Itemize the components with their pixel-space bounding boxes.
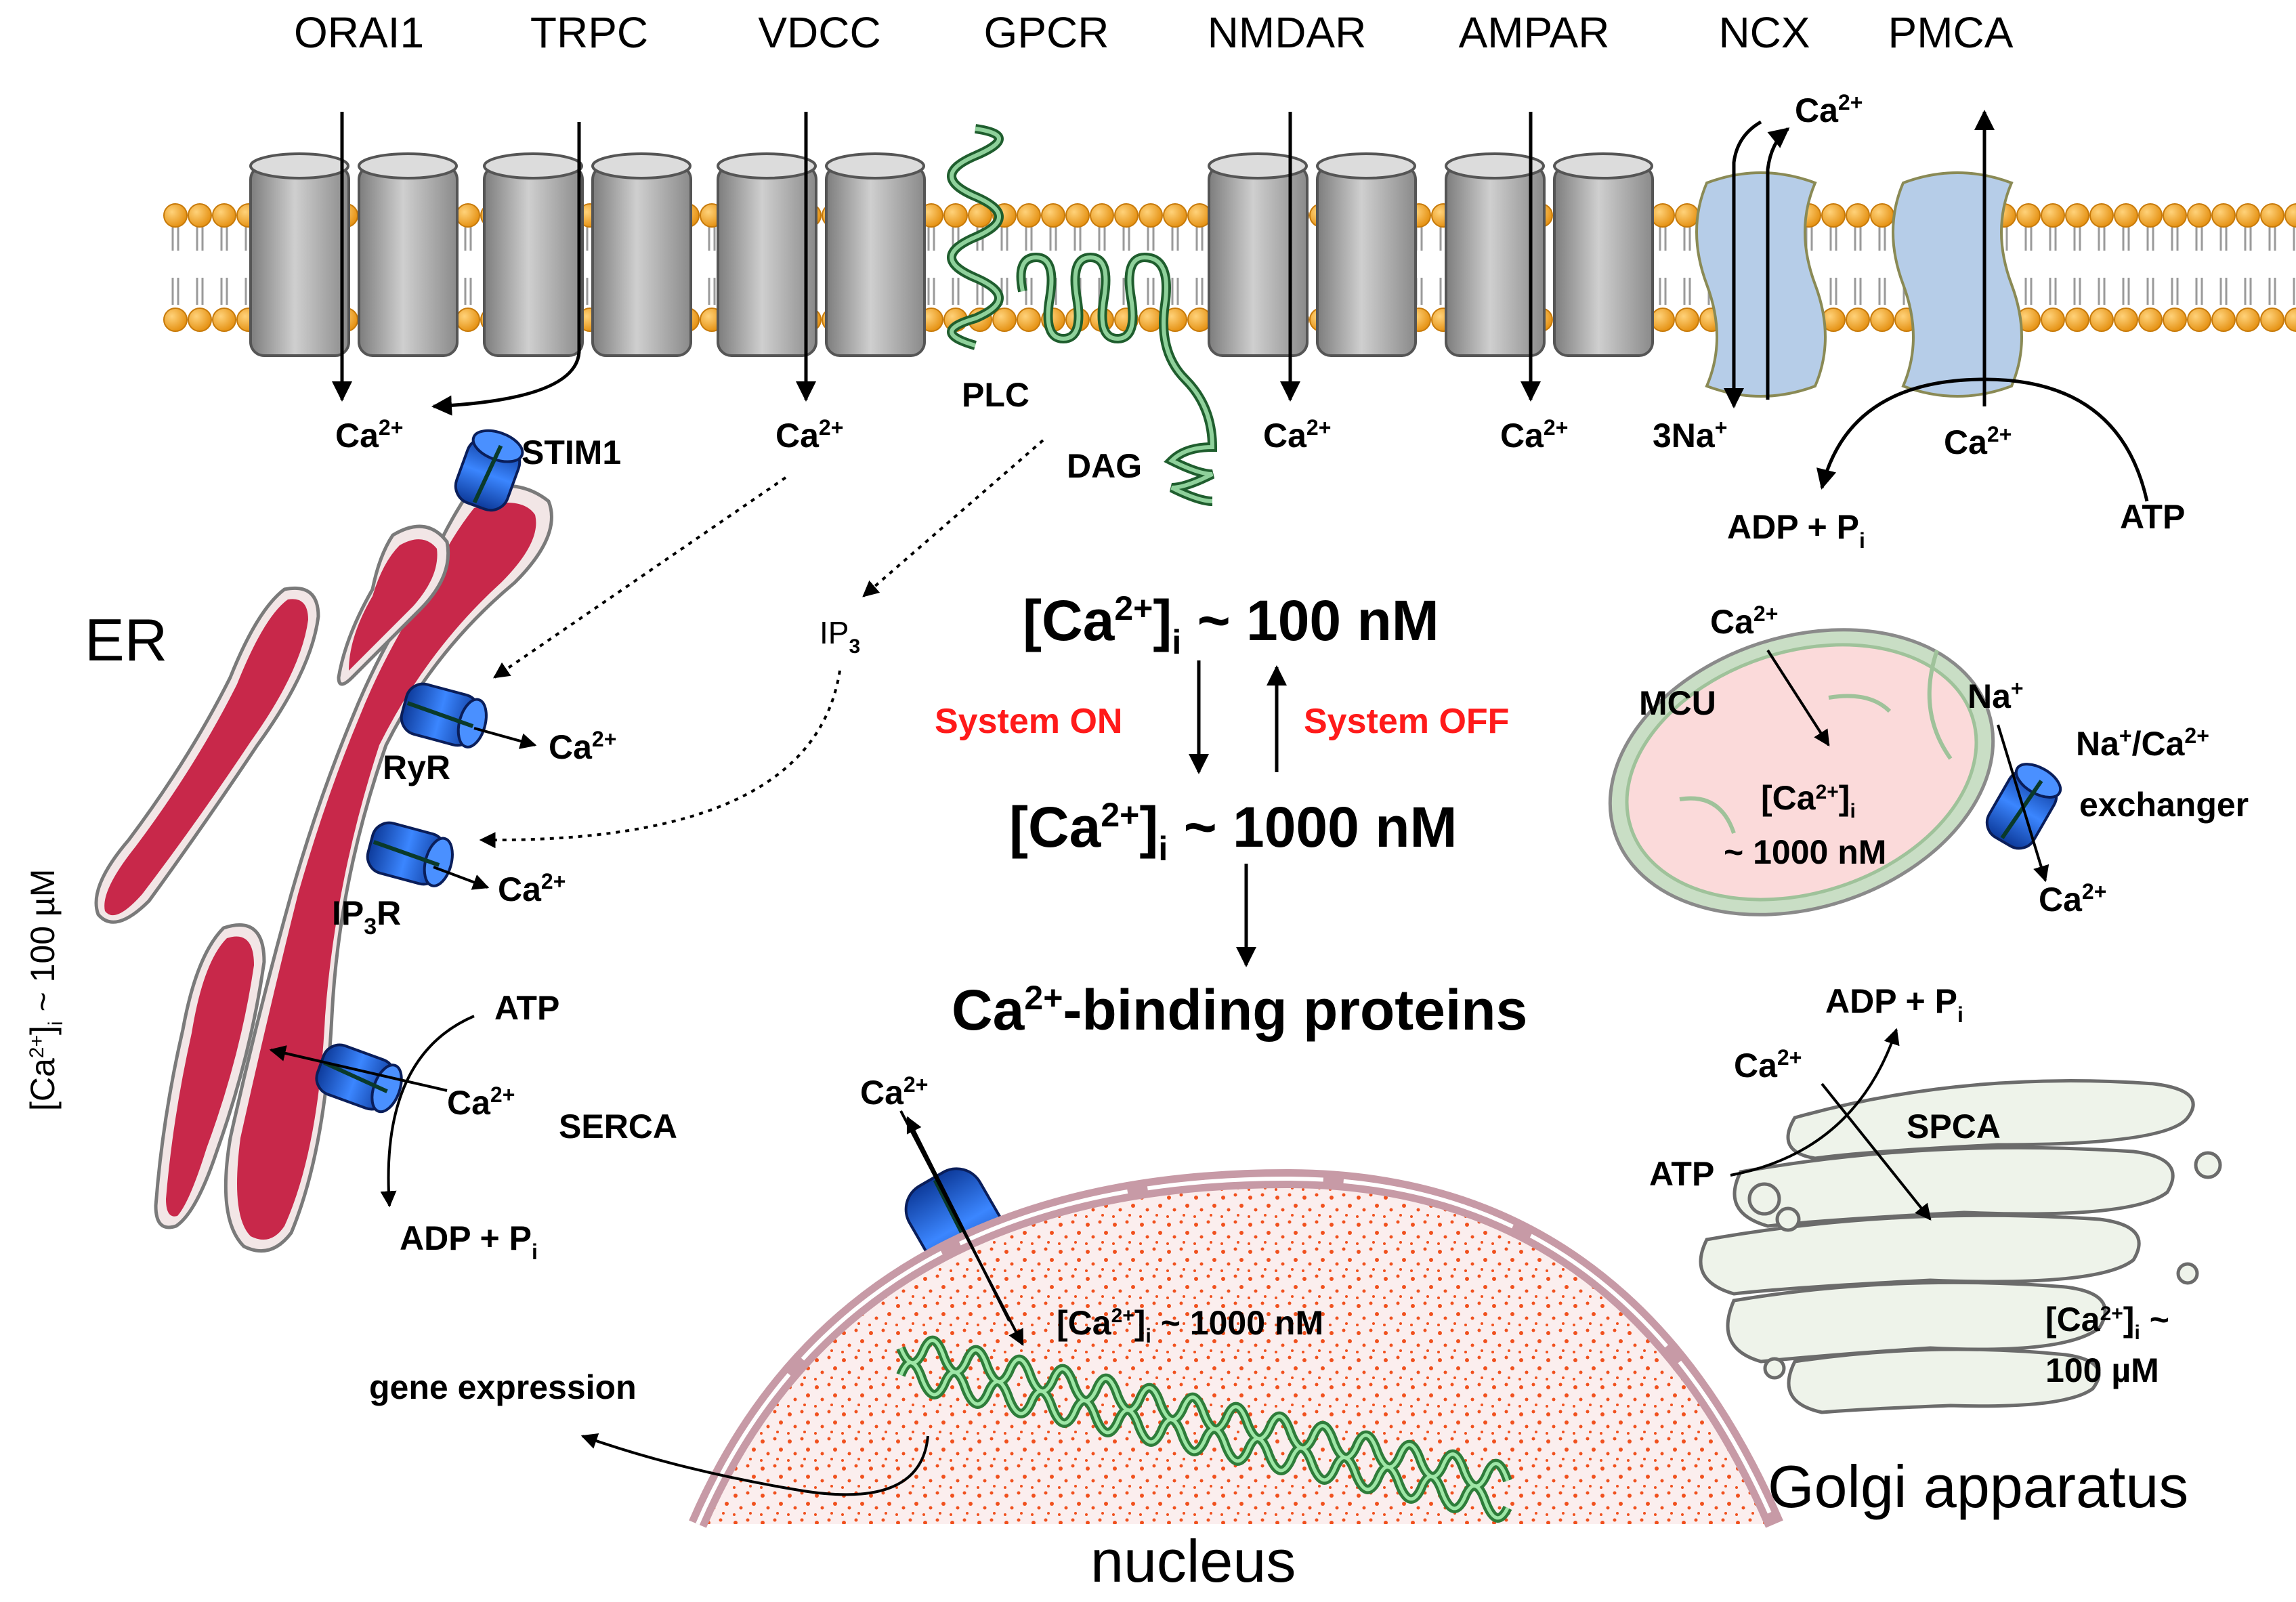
ca-label-pmca: Ca2+ bbox=[1944, 422, 2012, 461]
ryr-label: RyR bbox=[383, 749, 450, 786]
label-ampar: AMPAR bbox=[1459, 8, 1610, 57]
system-off-label: System OFF bbox=[1304, 702, 1509, 741]
signaling-arrows bbox=[479, 439, 1044, 849]
center-cascade: [Ca2+]i ~ 100 nM [Ca2+]i ~ 1000 nM Syste… bbox=[935, 589, 1527, 1042]
gene-expression-label: gene expression bbox=[369, 1368, 637, 1406]
er-adp-pi-label: ADP + Pi bbox=[400, 1219, 538, 1264]
golgi-adp-pi-label: ADP + Pi bbox=[1825, 982, 1963, 1027]
stim1-label: STIM1 bbox=[522, 434, 621, 471]
atp-label-pmca: ATP bbox=[2120, 498, 2185, 536]
ip3-label: IP3 bbox=[820, 615, 860, 658]
label-trpc: TRPC bbox=[530, 8, 648, 57]
golgi-concentration-line1: [Ca2+]i ~ bbox=[2045, 1301, 2169, 1344]
exchanger-label-line2: exchanger bbox=[2079, 786, 2249, 824]
ca-label-orai1: Ca2+ bbox=[335, 415, 403, 455]
nucleus-title: nucleus bbox=[1090, 1527, 1296, 1595]
ca-label-nmdar: Ca2+ bbox=[1263, 415, 1331, 455]
er-atp-label: ATP bbox=[494, 989, 559, 1027]
mito-concentration-line1: [Ca2+]i bbox=[1761, 779, 1856, 822]
label-ncx: NCX bbox=[1718, 8, 1810, 57]
resting-concentration: [Ca2+]i ~ 100 nM bbox=[1023, 589, 1439, 661]
nucleus-concentration-label: [Ca2+]i ~ 1000 nM bbox=[1057, 1304, 1323, 1347]
system-on-label: System ON bbox=[935, 702, 1122, 741]
label-nmdar: NMDAR bbox=[1208, 8, 1367, 57]
golgi-concentration-line2: 100 µM bbox=[2045, 1351, 2159, 1389]
na-label-ncx: 3Na+ bbox=[1653, 415, 1727, 455]
ca-label-ampar: Ca2+ bbox=[1500, 415, 1568, 455]
plc-label: PLC bbox=[962, 376, 1029, 414]
exchanger-ca-label: Ca2+ bbox=[2039, 879, 2106, 919]
er-title: ER bbox=[85, 606, 167, 673]
er-concentration-label: [Ca2+]i ~ 100 µM bbox=[24, 869, 67, 1111]
ip3r-label: IP3R bbox=[332, 894, 401, 940]
label-pmca: PMCA bbox=[1888, 8, 2014, 57]
label-orai1: ORAI1 bbox=[294, 8, 424, 57]
golgi-apparatus bbox=[1699, 1079, 2222, 1414]
golgi-labels: ADP + Pi Ca2+ SPCA ATP [Ca2+]i ~ 100 µM … bbox=[1649, 982, 2188, 1520]
ca-label-vdcc: Ca2+ bbox=[775, 415, 843, 455]
membrane-channels bbox=[249, 152, 1654, 357]
dag-label: DAG bbox=[1067, 447, 1142, 485]
label-vdcc: VDCC bbox=[758, 8, 880, 57]
ryr-ca-label: Ca2+ bbox=[549, 727, 616, 766]
ca-label-ncx: Ca2+ bbox=[1795, 90, 1863, 129]
gpcr-receptor bbox=[947, 124, 1218, 506]
golgi-title: Golgi apparatus bbox=[1768, 1453, 2188, 1520]
adp-pi-label-pmca: ADP + Pi bbox=[1727, 508, 1865, 553]
er-arrows bbox=[269, 727, 537, 1208]
nucleus: nucleus gene expression Ca2+ [Ca2+]i ~ 1… bbox=[369, 1072, 1783, 1595]
serca-ca-label: Ca2+ bbox=[447, 1082, 515, 1122]
mcu-ca-label: Ca2+ bbox=[1710, 602, 1778, 641]
binding-proteins-label: Ca2+-binding proteins bbox=[952, 978, 1527, 1042]
mcu-label: MCU bbox=[1639, 684, 1716, 722]
mitochondrion: MCU Ca2+ Na+ Na+/Ca2+ exchanger Ca2+ [Ca… bbox=[1608, 602, 2249, 919]
mito-concentration-line2: ~ 1000 nM bbox=[1724, 833, 1886, 871]
golgi-ca-label: Ca2+ bbox=[1734, 1045, 1802, 1084]
spca-label: SPCA bbox=[1907, 1108, 2001, 1145]
er-labels: ER STIM1 RyR IP3R ATP SERCA ADP + Pi Ca2… bbox=[24, 434, 677, 1264]
endoplasmic-reticulum bbox=[94, 484, 553, 1253]
label-gpcr: GPCR bbox=[984, 8, 1109, 57]
exchanger-label-line1: Na+/Ca2+ bbox=[2076, 723, 2209, 763]
membrane-ion-labels: Ca2+ Ca2+ Ca2+ Ca2+ Ca2+ 3Na+ Ca2+ ADP +… bbox=[335, 90, 2185, 658]
golgi-atp-label: ATP bbox=[1649, 1155, 1714, 1193]
nucleus-ca-label: Ca2+ bbox=[860, 1072, 928, 1112]
active-concentration: [Ca2+]i ~ 1000 nM bbox=[1009, 795, 1457, 868]
ncx-pump bbox=[1695, 171, 1827, 398]
channel-labels: ORAI1 TRPC VDCC GPCR NMDAR AMPAR NCX PMC… bbox=[294, 8, 2014, 57]
pmca-pump bbox=[1892, 171, 2023, 398]
mito-na-label: Na+ bbox=[1968, 676, 2024, 715]
membrane-arrows bbox=[332, 110, 2149, 502]
serca-label: SERCA bbox=[559, 1108, 677, 1145]
ip3r-ca-label: Ca2+ bbox=[498, 869, 566, 908]
